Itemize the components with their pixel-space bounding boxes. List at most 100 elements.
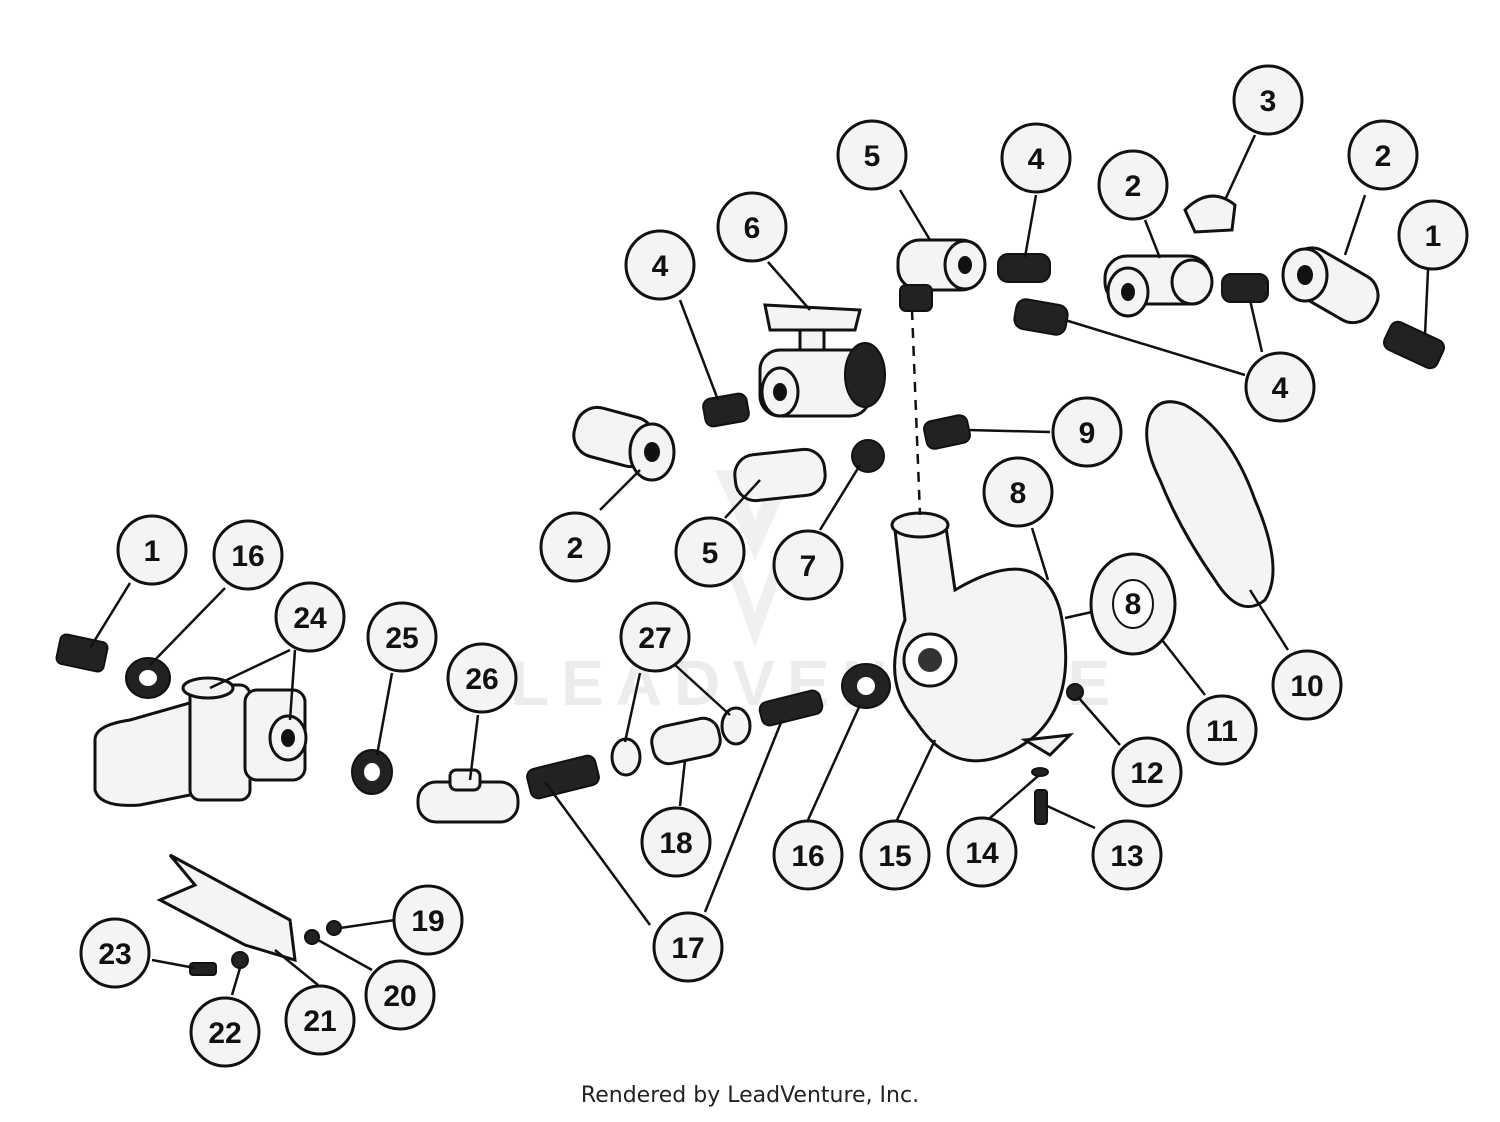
callout-23: 23 (79, 917, 151, 989)
part-nut-25 (351, 749, 393, 795)
part-ring-27b (720, 706, 752, 746)
svg-text:21: 21 (303, 1005, 336, 1038)
svg-text:4: 4 (1272, 372, 1289, 405)
part-cap-3 (1183, 194, 1237, 234)
svg-text:7: 7 (800, 550, 817, 583)
part-pulley-8 (1064, 552, 1177, 656)
callout-14: 14 (946, 816, 1018, 888)
part-valve-6 (758, 303, 886, 418)
svg-text:25: 25 (385, 622, 418, 655)
svg-text:5: 5 (864, 140, 881, 173)
part-bolt-23 (189, 962, 217, 976)
callout-2: 2 (1097, 149, 1169, 221)
callout-5: 5 (674, 516, 746, 588)
callout-13: 13 (1091, 819, 1163, 891)
render-credit: Rendered by LeadVenture, Inc. (580, 1083, 920, 1108)
svg-text:1: 1 (144, 535, 161, 568)
part-elbow-2a (572, 405, 676, 482)
part-nut-16b (841, 663, 891, 709)
part-washer-20 (304, 929, 320, 945)
callout-20: 20 (364, 959, 436, 1031)
svg-text:5: 5 (702, 537, 719, 570)
callout-8: 8 (982, 456, 1054, 528)
callout-3: 3 (1232, 64, 1304, 136)
part-nut-7 (851, 439, 885, 473)
callout-22: 22 (189, 996, 261, 1068)
callout-15: 15 (859, 819, 931, 891)
part-elbow-5b (896, 238, 987, 312)
callout-18: 18 (640, 806, 712, 878)
part-nut-4b (997, 253, 1051, 283)
svg-text:18: 18 (659, 827, 692, 860)
svg-text:3: 3 (1260, 85, 1277, 118)
svg-text:20: 20 (383, 980, 416, 1013)
callout-7: 7 (772, 529, 844, 601)
part-fitting-17b (758, 689, 824, 727)
callout-17: 17 (652, 911, 724, 983)
callout-4: 4 (1000, 122, 1072, 194)
part-tee-2b (1103, 254, 1214, 318)
callout-26: 26 (446, 642, 518, 714)
callout-27: 27 (619, 601, 691, 673)
callout-6: 6 (716, 191, 788, 263)
svg-text:2: 2 (1375, 140, 1392, 173)
part-belt-10 (1145, 400, 1275, 609)
callouts: 1 16 24 25 26 27 18 17 16 15 14 13 12 11… (79, 64, 1469, 1068)
callout-11: 11 (1186, 694, 1258, 766)
callout-1: 1 (116, 514, 188, 586)
callout-4: 4 (624, 229, 696, 301)
part-elbow-5a (733, 447, 827, 503)
part-nut-4c (1013, 273, 1269, 336)
leader-lines (88, 134, 1430, 996)
callout-2: 2 (539, 511, 611, 583)
alignment-line (910, 309, 922, 516)
svg-text:4: 4 (1028, 143, 1045, 176)
svg-text:27: 27 (638, 622, 671, 655)
callout-4: 4 (1244, 351, 1316, 423)
callout-19: 19 (392, 884, 464, 956)
svg-text:9: 9 (1079, 417, 1096, 450)
part-ring-27a (610, 737, 642, 777)
svg-text:2: 2 (567, 532, 584, 565)
svg-text:1: 1 (1425, 220, 1442, 253)
callout-5: 5 (836, 119, 908, 191)
svg-text:16: 16 (231, 540, 264, 573)
part-washer-22 (231, 951, 249, 969)
svg-text:12: 12 (1130, 757, 1163, 790)
part-nut-4a (702, 392, 750, 428)
callout-24: 24 (274, 581, 346, 653)
part-nut-16a (125, 657, 171, 699)
svg-text:22: 22 (208, 1017, 241, 1050)
part-fitting-1b (1383, 320, 1445, 370)
svg-text:19: 19 (411, 905, 444, 938)
part-coupler-18 (650, 716, 722, 766)
svg-text:2: 2 (1125, 170, 1142, 203)
part-nut-19 (326, 920, 342, 936)
svg-text:16: 16 (791, 840, 824, 873)
callout-10: 10 (1271, 649, 1343, 721)
callout-21: 21 (284, 984, 356, 1056)
part-pump-housing-15 (890, 511, 1075, 763)
svg-text:11: 11 (1206, 715, 1238, 748)
callout-12: 12 (1111, 736, 1183, 808)
svg-text:23: 23 (98, 938, 131, 971)
svg-text:4: 4 (652, 250, 669, 283)
part-tee-26 (416, 768, 520, 824)
callout-2: 2 (1347, 119, 1419, 191)
svg-text:14: 14 (965, 837, 999, 870)
part-fitting-17a (526, 754, 600, 800)
svg-text:15: 15 (878, 840, 911, 873)
part-elbow-2c (1281, 246, 1380, 325)
callout-25: 25 (366, 601, 438, 673)
parts (55, 194, 1445, 976)
callout-16: 16 (212, 519, 284, 591)
pulley-label-8: 8 (1125, 588, 1142, 621)
part-bracket-21 (156, 853, 297, 963)
svg-text:6: 6 (744, 212, 761, 245)
callout-16: 16 (772, 819, 844, 891)
part-fitting-1a (55, 633, 109, 673)
part-nut-12 (1066, 683, 1084, 701)
svg-text:17: 17 (671, 932, 704, 965)
svg-text:26: 26 (465, 663, 498, 696)
